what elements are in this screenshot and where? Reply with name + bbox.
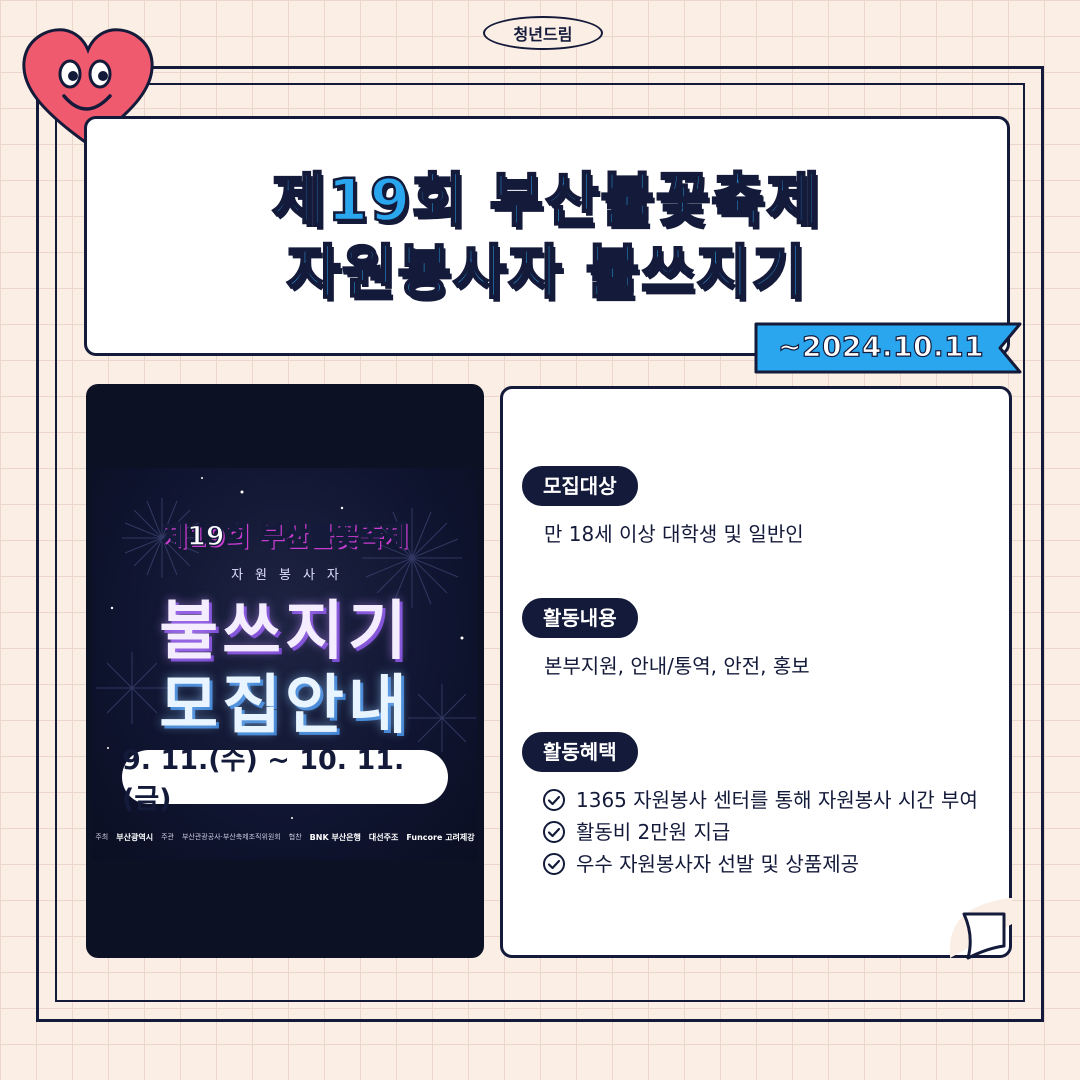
- title-line-1: 제19회 부산불꽃축제: [271, 164, 822, 234]
- sponsor-support-label: 협찬: [288, 833, 302, 841]
- benefit-text: 활동비 2만원 지급: [576, 820, 731, 844]
- poster-headline-1: 불쓰지기: [159, 595, 411, 669]
- sponsor-host-label: 주최: [95, 833, 109, 841]
- inner-frame: [55, 83, 1025, 1002]
- sponsor-support-3: Funcore 고려제강: [406, 832, 475, 842]
- poster-dates: 9. 11.(수) ~ 10. 11.(금): [122, 745, 448, 815]
- sponsor-host: 부산광역시: [116, 832, 154, 842]
- section-activities: 활동내용 본부지원, 안내/통역, 안전, 홍보: [522, 598, 810, 679]
- deadline-text: ~2024.10.11: [777, 329, 985, 363]
- title-line-2: 자원봉사자 불쓰지기: [286, 237, 808, 307]
- poster-headline-2: 모집안내: [159, 669, 411, 743]
- page-curl-corner: [950, 898, 1012, 960]
- list-item: 활동비 2만원 지급: [542, 816, 978, 848]
- poster-artwork: 제19회 부산불꽃축제 자원봉사자 불쓰지기 모집안내 9. 11.(수) ~ …: [92, 468, 478, 860]
- section-text: 만 18세 이상 대학생 및 일반인: [544, 522, 804, 546]
- section-target: 모집대상 만 18세 이상 대학생 및 일반인: [522, 466, 804, 547]
- section-label: 활동내용: [522, 598, 638, 638]
- event-poster: 제19회 부산불꽃축제 자원봉사자 불쓰지기 모집안내 9. 11.(수) ~ …: [86, 384, 484, 958]
- fireworks-graphic: [96, 477, 476, 819]
- check-circle-icon: [543, 789, 565, 811]
- smiling-heart-icon: [22, 28, 154, 146]
- poster-subtitle: 자원봉사자: [231, 568, 351, 583]
- sponsor-support-1: BNK 부산은행: [309, 832, 361, 842]
- check-circle-icon: [543, 853, 565, 875]
- outer-frame: [36, 66, 1044, 1022]
- poster-title: 제19회 부산불꽃축제: [161, 520, 408, 553]
- ribbon-banner: [754, 322, 1022, 374]
- sponsor-support-2: 대선주조: [368, 832, 399, 842]
- section-label: 모집대상: [522, 466, 638, 506]
- check-circle-icon: [543, 821, 565, 843]
- brand-label: 청년드림: [483, 16, 603, 50]
- section-benefits: 활동혜택 1365 자원봉사 센터를 통해 자원봉사 시간 부여 활동비 2만원…: [522, 732, 978, 880]
- benefit-list: 1365 자원봉사 센터를 통해 자원봉사 시간 부여 활동비 2만원 지급 우…: [542, 784, 978, 880]
- list-item: 1365 자원봉사 센터를 통해 자원봉사 시간 부여: [542, 784, 978, 816]
- deadline-ribbon: ~2024.10.11: [754, 322, 1024, 374]
- benefit-text: 우수 자원봉사자 선발 및 상품제공: [576, 852, 860, 876]
- title-card: 제19회 부산불꽃축제 자원봉사자 불쓰지기: [84, 116, 1010, 356]
- section-text: 본부지원, 안내/통역, 안전, 홍보: [544, 654, 810, 678]
- benefit-text: 1365 자원봉사 센터를 통해 자원봉사 시간 부여: [576, 788, 978, 812]
- list-item: 우수 자원봉사자 선발 및 상품제공: [542, 848, 978, 880]
- section-label: 활동혜택: [522, 732, 638, 772]
- sponsor-organizer: 부산관광공사·부산축제조직위원회: [181, 833, 281, 841]
- poster-sponsors: 주최 부산광역시 주관 부산관광공사·부산축제조직위원회 협찬 BNK 부산은행…: [92, 828, 478, 846]
- sponsor-organizer-label: 주관: [161, 833, 174, 841]
